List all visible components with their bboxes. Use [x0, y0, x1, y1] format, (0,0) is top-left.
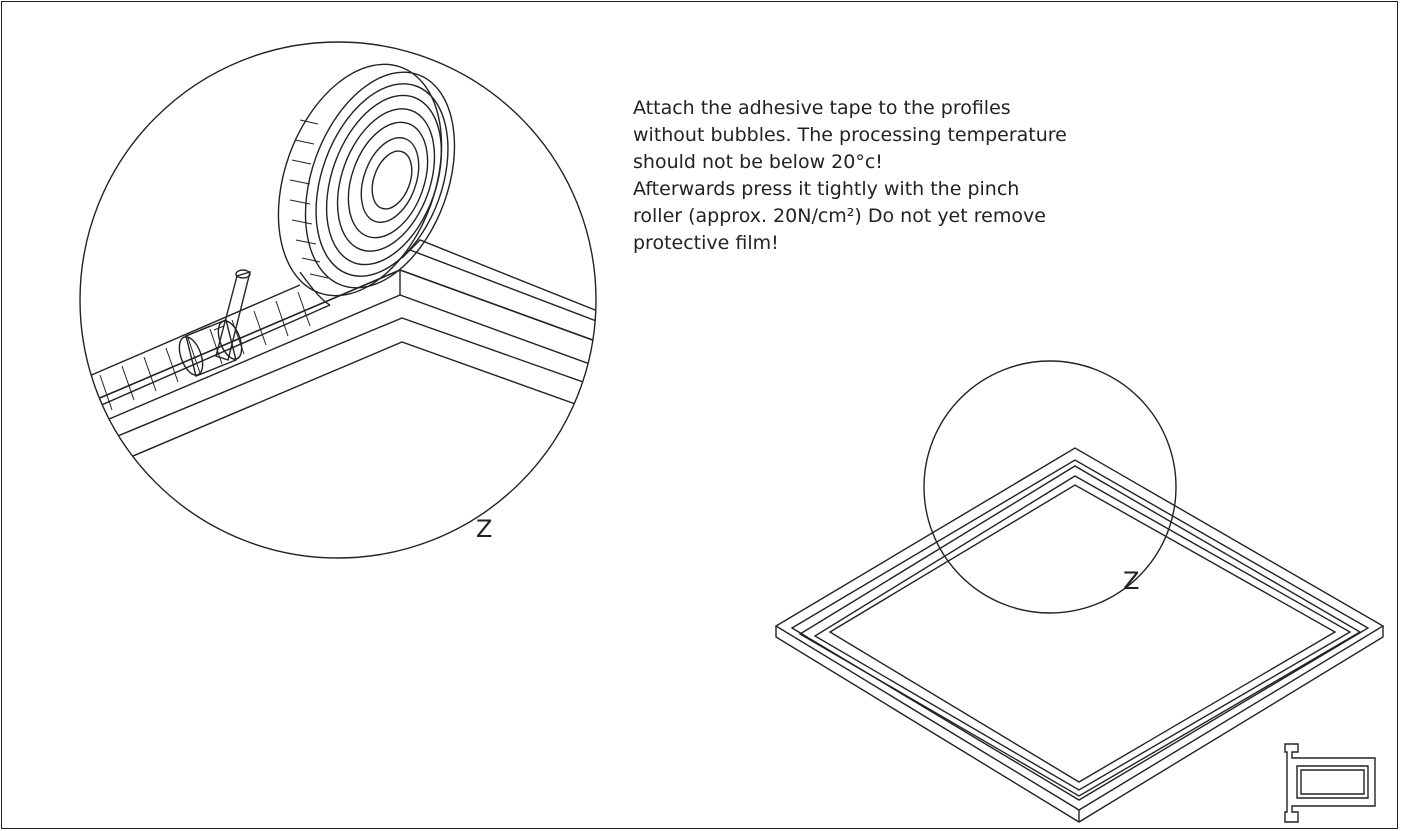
- detail-label-z: Z: [476, 515, 492, 543]
- instruction-line: Afterwards press it tightly with the pin…: [633, 178, 1020, 200]
- profile-cross-section-icon: [1284, 743, 1376, 823]
- instruction-line: protective film!: [633, 232, 779, 254]
- instruction-line: Attach the adhesive tape to the profiles: [633, 97, 1011, 119]
- instruction-line: roller (approx. 20N/cm²) Do not yet remo…: [633, 205, 1046, 227]
- callout-label-z: Z: [1123, 567, 1139, 595]
- callout-circle-z: [923, 360, 1177, 614]
- overview-frame: [774, 360, 1385, 823]
- instruction-line: should not be below 20°c!: [633, 151, 883, 173]
- detail-view: [79, 41, 597, 559]
- adhesive-tape-strip: [80, 284, 331, 411]
- pinch-roller: [178, 269, 251, 377]
- detail-contents: [80, 63, 596, 471]
- detail-circle: [79, 41, 597, 559]
- instruction-text: Attach the adhesive tape to the profiles…: [633, 95, 1193, 257]
- tape-roll: [277, 63, 456, 306]
- instruction-line: without bubbles. The processing temperat…: [633, 124, 1067, 146]
